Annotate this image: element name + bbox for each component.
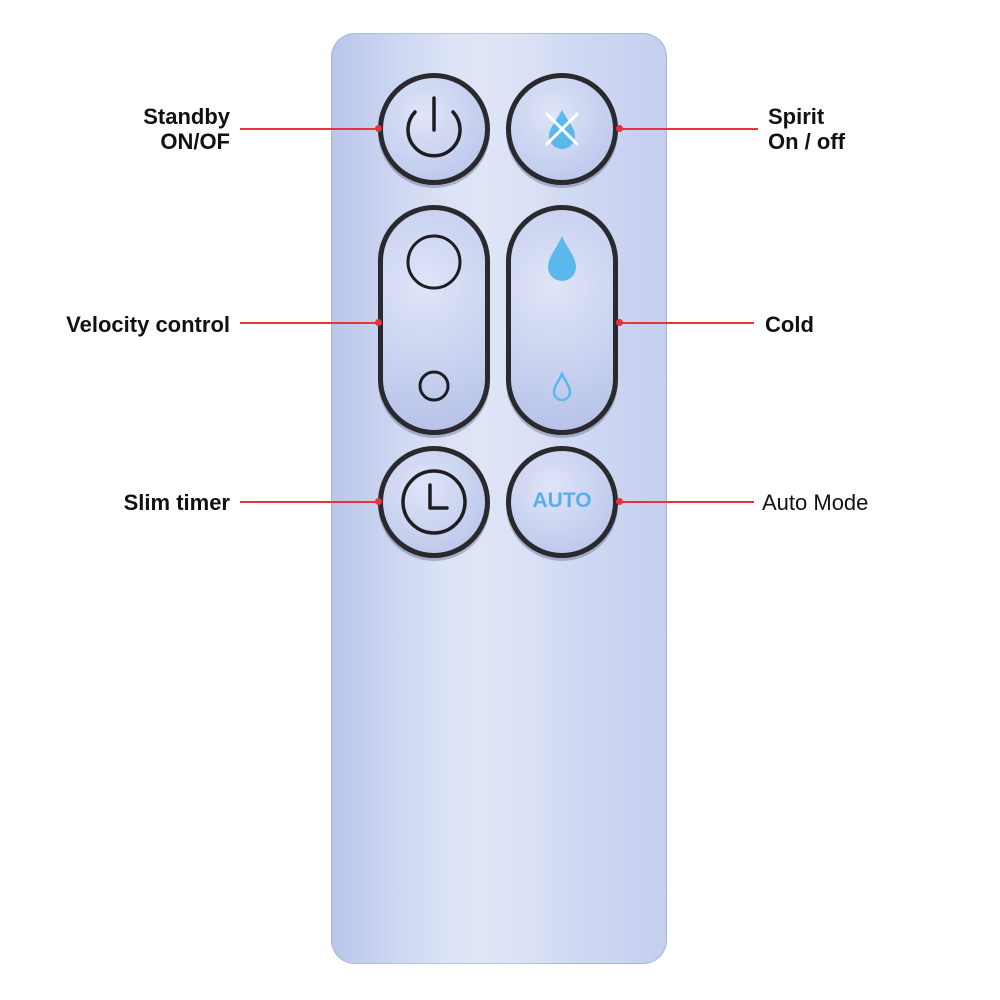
auto-mode-pointer-dot bbox=[616, 498, 623, 505]
circle-large-icon bbox=[406, 234, 462, 290]
standby-label: Standby ON/OF bbox=[143, 104, 230, 154]
auto-button-label: AUTO bbox=[532, 489, 592, 512]
water-drop-large-icon bbox=[548, 236, 576, 281]
clock-icon bbox=[401, 469, 467, 535]
circle-small-icon bbox=[418, 370, 450, 402]
timer-label: Slim timer bbox=[123, 490, 230, 515]
velocity-pointer-line bbox=[240, 322, 378, 324]
auto-mode-pointer-line bbox=[620, 501, 754, 503]
auto-mode-button[interactable]: AUTO bbox=[506, 446, 618, 558]
spirit-pointer-dot bbox=[616, 125, 623, 132]
power-icon bbox=[406, 96, 462, 158]
velocity-pointer-dot bbox=[375, 319, 382, 326]
standby-button[interactable] bbox=[378, 73, 490, 185]
spirit-button[interactable] bbox=[506, 73, 618, 185]
velocity-control-button[interactable] bbox=[378, 205, 490, 435]
timer-pointer-line bbox=[240, 501, 378, 503]
velocity-label: Velocity control bbox=[66, 312, 230, 337]
standby-pointer-line bbox=[240, 128, 378, 130]
auto-mode-label: Auto Mode bbox=[762, 490, 869, 515]
timer-button[interactable] bbox=[378, 446, 490, 558]
timer-pointer-dot bbox=[375, 498, 382, 505]
cold-label: Cold bbox=[765, 312, 814, 337]
water-drop-small-icon bbox=[552, 370, 572, 402]
spirit-pointer-line bbox=[620, 128, 758, 130]
cold-pointer-line bbox=[620, 322, 754, 324]
cold-button[interactable] bbox=[506, 205, 618, 435]
cold-pointer-dot bbox=[616, 319, 623, 326]
standby-pointer-dot bbox=[375, 125, 382, 132]
no-water-icon bbox=[545, 110, 579, 149]
spirit-label: Spirit On / off bbox=[768, 104, 845, 154]
